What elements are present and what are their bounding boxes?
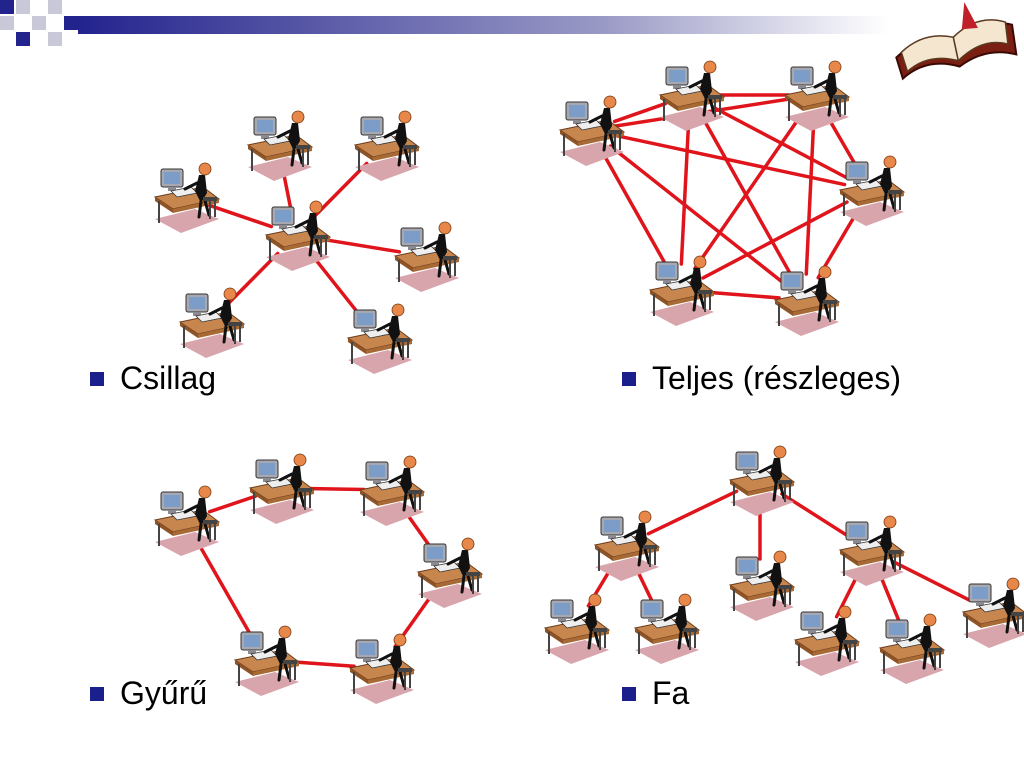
network-link — [679, 119, 691, 266]
person-at-computer-icon — [593, 509, 661, 583]
label-fa: Fa — [652, 675, 690, 711]
network-link — [289, 660, 356, 668]
bullet-teljes: Teljes (részleges) — [622, 360, 901, 397]
person-at-computer-icon — [878, 612, 946, 686]
bullet-square-icon — [622, 686, 636, 701]
diagram-teljes — [558, 59, 906, 338]
network-link — [196, 540, 254, 640]
bullet-fa: Fa — [622, 675, 689, 712]
person-at-computer-icon — [248, 452, 316, 526]
person-at-computer-icon — [348, 632, 416, 706]
person-at-computer-icon — [961, 576, 1024, 650]
bullet-square-icon — [622, 371, 636, 386]
person-at-computer-icon — [153, 484, 221, 558]
person-at-computer-icon — [353, 109, 421, 183]
network-link — [634, 566, 656, 607]
network-link — [613, 133, 847, 187]
person-at-computer-icon — [783, 59, 851, 133]
person-at-computer-icon — [543, 592, 611, 666]
header-decoration — [0, 0, 888, 46]
label-teljes: Teljes (részleges) — [652, 360, 901, 396]
network-link — [608, 144, 787, 286]
person-at-computer-icon — [346, 302, 414, 376]
label-gyuru: Gyűrű — [120, 675, 208, 711]
person-at-computer-icon — [153, 161, 221, 235]
diagram-csillag — [153, 109, 461, 376]
person-at-computer-icon — [233, 624, 301, 698]
person-at-computer-icon — [648, 254, 716, 328]
network-link — [304, 486, 366, 492]
network-link — [310, 253, 364, 320]
bullet-gyuru: Gyűrű — [90, 675, 207, 712]
network-link — [804, 119, 816, 276]
network-diagrams — [153, 59, 1024, 706]
open-book-icon — [895, 2, 1018, 81]
network-link — [646, 489, 739, 536]
bullet-square-icon — [90, 371, 104, 386]
person-at-computer-icon — [416, 536, 484, 610]
network-link — [891, 559, 972, 603]
bullet-square-icon — [90, 686, 104, 701]
network-link — [701, 200, 849, 280]
person-at-computer-icon — [358, 454, 426, 528]
label-csillag: Csillag — [120, 360, 217, 396]
person-at-computer-icon — [728, 549, 796, 623]
person-at-computer-icon — [838, 514, 906, 588]
bullet-csillag: Csillag — [90, 360, 216, 397]
person-at-computer-icon — [264, 199, 332, 273]
network-link — [312, 161, 369, 219]
person-at-computer-icon — [558, 94, 626, 168]
person-at-computer-icon — [393, 220, 461, 294]
person-at-computer-icon — [246, 109, 314, 183]
network-link — [319, 237, 402, 254]
network-link — [207, 494, 258, 514]
person-at-computer-icon — [658, 59, 726, 133]
person-at-computer-icon — [633, 592, 701, 666]
network-link — [878, 572, 902, 626]
network-link — [226, 251, 280, 306]
network-link — [780, 492, 850, 538]
network-link — [700, 115, 795, 280]
network-link — [693, 114, 802, 271]
person-at-computer-icon — [728, 444, 796, 518]
person-at-computer-icon — [178, 286, 246, 360]
person-at-computer-icon — [793, 604, 861, 678]
person-at-computer-icon — [773, 264, 841, 338]
network-link — [704, 290, 781, 300]
diagram-fa — [543, 444, 1024, 686]
network-link — [600, 150, 670, 270]
network-link — [612, 101, 668, 124]
person-at-computer-icon — [838, 154, 906, 228]
diagram-gyuru — [153, 452, 484, 706]
network-link — [207, 203, 274, 229]
network-link — [826, 115, 859, 170]
